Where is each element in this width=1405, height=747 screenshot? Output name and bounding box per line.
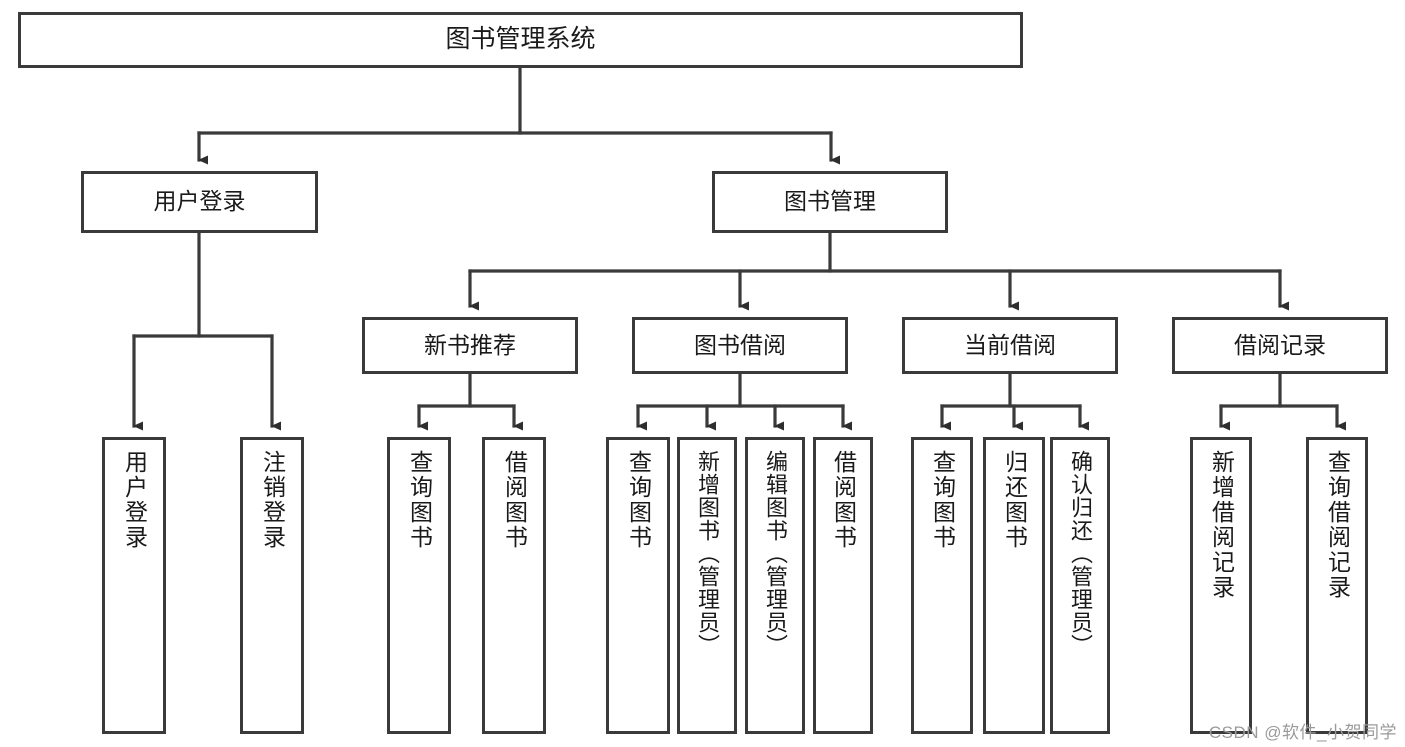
node-borrow-record-label: 借阅记录 xyxy=(1234,331,1326,358)
node-book-manage-label: 图书管理 xyxy=(784,188,876,215)
watermark: CSDN @软件_小贺同学 xyxy=(1208,723,1397,742)
node-leaf-query-book-1-label: 查询图书 xyxy=(406,450,433,550)
node-new-book-recommend[interactable]: 新书推荐 xyxy=(362,317,578,374)
node-borrow-record[interactable]: 借阅记录 xyxy=(1172,317,1388,374)
node-book-borrow-label: 图书借阅 xyxy=(694,331,786,358)
node-leaf-add-book-label: 新增图书（管理员） xyxy=(695,450,720,657)
node-leaf-edit-book[interactable]: 编辑图书（管理员） xyxy=(745,437,805,734)
node-leaf-add-book[interactable]: 新增图书（管理员） xyxy=(677,437,737,734)
node-user-login-label: 用户登录 xyxy=(153,188,246,215)
node-new-book-recommend-label: 新书推荐 xyxy=(424,331,516,358)
node-leaf-add-record-label: 新增借阅记录 xyxy=(1208,450,1235,600)
node-leaf-query-record[interactable]: 查询借阅记录 xyxy=(1306,437,1368,734)
node-leaf-borrow-book-2-label: 借阅图书 xyxy=(830,450,857,550)
node-current-borrow[interactable]: 当前借阅 xyxy=(902,317,1118,374)
node-leaf-logout-label: 注销登录 xyxy=(259,450,286,550)
node-leaf-logout[interactable]: 注销登录 xyxy=(240,437,304,734)
node-leaf-user-login-label: 用户登录 xyxy=(121,450,148,550)
node-leaf-add-record[interactable]: 新增借阅记录 xyxy=(1190,437,1252,734)
node-root-label: 图书管理系统 xyxy=(445,25,596,54)
node-leaf-borrow-book-1[interactable]: 借阅图书 xyxy=(482,437,546,734)
node-leaf-query-record-label: 查询借阅记录 xyxy=(1324,450,1351,600)
node-current-borrow-label: 当前借阅 xyxy=(964,331,1056,358)
node-user-login[interactable]: 用户登录 xyxy=(81,171,318,233)
node-leaf-confirm-return[interactable]: 确认归还（管理员） xyxy=(1050,437,1110,734)
node-leaf-borrow-book-1-label: 借阅图书 xyxy=(501,450,528,550)
node-leaf-return-book-label: 归还图书 xyxy=(1001,450,1028,550)
node-book-borrow[interactable]: 图书借阅 xyxy=(632,317,848,374)
node-root[interactable]: 图书管理系统 xyxy=(18,12,1023,68)
node-leaf-query-book-3-label: 查询图书 xyxy=(929,450,956,550)
node-leaf-confirm-return-label: 确认归还（管理员） xyxy=(1068,450,1093,657)
node-book-manage[interactable]: 图书管理 xyxy=(712,171,948,233)
node-leaf-query-book-2[interactable]: 查询图书 xyxy=(606,437,670,734)
node-leaf-borrow-book-2[interactable]: 借阅图书 xyxy=(813,437,873,734)
node-leaf-query-book-3[interactable]: 查询图书 xyxy=(911,437,973,734)
node-leaf-return-book[interactable]: 归还图书 xyxy=(983,437,1045,734)
node-leaf-query-book-1[interactable]: 查询图书 xyxy=(387,437,451,734)
node-leaf-user-login[interactable]: 用户登录 xyxy=(102,437,166,734)
node-leaf-query-book-2-label: 查询图书 xyxy=(625,450,652,550)
node-leaf-edit-book-label: 编辑图书（管理员） xyxy=(763,450,788,657)
